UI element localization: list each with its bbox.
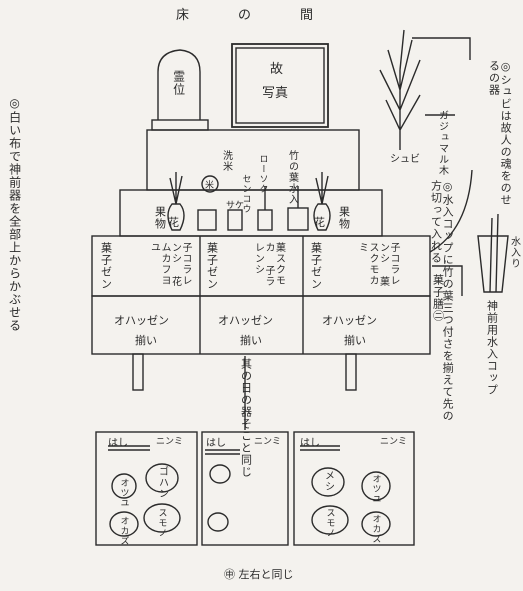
cake-col-3: 菓子ゼン	[205, 242, 219, 290]
bowl-okazu-right	[361, 511, 391, 537]
rice-bowl	[201, 175, 219, 193]
water-cup	[287, 207, 309, 231]
box-center	[201, 431, 289, 546]
ihai-base	[151, 119, 209, 131]
bowl-rice-right	[311, 467, 345, 497]
note-gajumaru: ガジュマル木	[436, 110, 448, 176]
chopsticks-left	[108, 445, 150, 451]
bowl-mark: 米	[205, 181, 215, 191]
tray-2-sub: 揃い	[240, 334, 262, 347]
cake-dividers	[199, 236, 304, 296]
box-right-soup: オツユ	[370, 474, 381, 504]
fruit-left-label: 果物	[153, 206, 167, 230]
note-water-cup-title: 水入り	[508, 236, 520, 269]
box-right-okazu: オカズ	[370, 514, 381, 544]
arrow-caketray	[432, 265, 463, 296]
box-right	[293, 431, 415, 546]
tray-1-sub: 揃い	[135, 334, 157, 347]
flower-right-label: 花	[314, 216, 325, 229]
note-same-day: 其の日の器そこと同じ	[239, 358, 253, 478]
bowl-soup-right	[361, 471, 391, 501]
box-left-okazu: オカズ	[118, 516, 129, 546]
cake-col-2: 子コラレンシ 花ムカフヨユ	[148, 242, 192, 287]
arrow-shubi	[412, 37, 471, 60]
senko-label: センコウ	[240, 174, 251, 214]
box-left-chopsticks: はし	[108, 438, 128, 449]
note-lr-same: ㊥ 左右と同じ	[224, 568, 294, 581]
box-left-pickle: スモノ	[156, 508, 167, 538]
photo-label-2: 写真	[262, 86, 289, 101]
cup-leaves	[489, 213, 499, 293]
bowl-pickle-left	[143, 503, 181, 533]
tray-dividers	[199, 296, 304, 354]
ihai-label: 霊位	[171, 70, 186, 96]
note-cake-tray: 菓子膳㊁	[431, 274, 445, 322]
chopsticks-right	[300, 445, 340, 451]
shubi-tree	[379, 29, 421, 150]
vase-left	[167, 203, 185, 231]
box-left-rice: ゴハン	[156, 466, 168, 499]
fruit-right-label: 果物	[337, 206, 351, 230]
note-shinzen-cup: 神前用水入コップ	[485, 300, 499, 396]
tray-2-label: オハッゼン	[218, 314, 273, 327]
tray-3-sub: 揃い	[344, 334, 366, 347]
tray-3-label: オハッゼン	[322, 314, 377, 327]
cake-col-6: 子コラレンシ 菓スクモカミ	[356, 242, 400, 287]
flowers-left	[169, 172, 183, 205]
incense-label: 洗米	[220, 150, 232, 172]
note-shubi: ◎シュビは故人の魂をのせるの器	[487, 60, 513, 206]
arrow-watercup	[429, 169, 473, 253]
flower-left-label: 花	[168, 216, 179, 229]
bowl-center-1	[209, 464, 231, 484]
note-cloth: ◎白い布で神前器を全部上からかぶせる	[7, 96, 22, 332]
flowers-right	[315, 172, 329, 205]
box-right-pickle: スモノ	[324, 508, 335, 538]
candle-holder	[257, 209, 273, 231]
box-left-umi: ニンミ	[156, 437, 184, 447]
vase-right	[313, 203, 331, 231]
photo-frame	[235, 47, 325, 124]
incense-cup	[197, 209, 217, 231]
box-center-umi: ニンミ	[254, 437, 282, 447]
box-left	[95, 431, 198, 546]
box-right-rice: メシ	[322, 470, 334, 492]
tray-1-label: オハッゼン	[114, 314, 169, 327]
note-water-cup: ◎水入コップに竹の葉三つ付さを揃えて先の方切って入れる	[429, 180, 455, 422]
box-center-chopsticks: はし	[206, 438, 226, 449]
bowl-okazu-left	[109, 511, 139, 537]
bowl-center-2	[207, 512, 229, 532]
sake-cup	[227, 209, 243, 231]
ihai-tablet	[157, 49, 201, 120]
box-left-soup: オツユ	[118, 478, 129, 508]
leg-left	[132, 353, 144, 391]
box-right-chopsticks: はし	[300, 438, 320, 449]
bowl-pickle-right	[311, 505, 349, 535]
cake-col-4: 菓スクモカ 子ラレンシ	[252, 242, 285, 287]
cake-col-1: 菓子ゼン	[99, 242, 113, 290]
cake-col-5: 菓子ゼン	[309, 242, 323, 290]
candle-label: ローソク	[257, 154, 268, 194]
box-right-umi: ニンミ	[380, 437, 408, 447]
note-shubi-label: シュビ	[390, 154, 420, 165]
leg-right	[345, 353, 357, 391]
photo-frame-outer	[231, 43, 329, 128]
page-title: 床 の 間	[176, 8, 332, 23]
sake-label: サケ	[226, 201, 245, 211]
bowl-soup-left	[111, 473, 137, 499]
chopsticks-center	[205, 449, 240, 455]
photo-label-1: 故	[270, 62, 284, 77]
shinzen-cup	[477, 235, 509, 293]
water-bamboo-label: 竹の葉水入	[286, 150, 298, 205]
tray-shelf	[91, 295, 431, 355]
bowl-rice-left	[145, 463, 179, 493]
